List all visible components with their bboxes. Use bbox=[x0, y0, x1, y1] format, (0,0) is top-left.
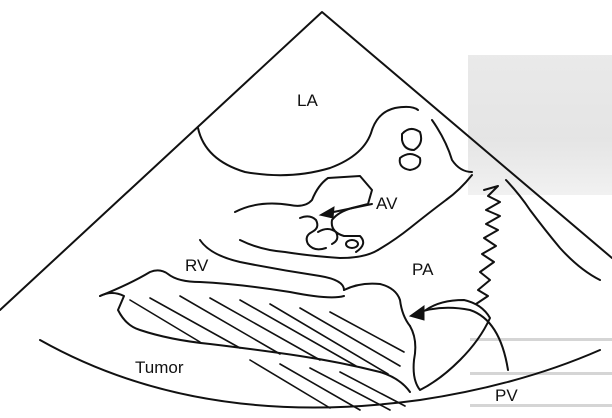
label-pv: PV bbox=[495, 386, 518, 405]
left-atrium-outline bbox=[198, 107, 418, 175]
left-atrial-appendage bbox=[402, 129, 421, 150]
label-pa: PA bbox=[412, 260, 434, 279]
pv-arrow-shaft bbox=[414, 308, 508, 370]
tumor-hatching bbox=[130, 296, 405, 410]
label-av: AV bbox=[376, 194, 398, 213]
trabeculated-wall bbox=[506, 180, 600, 280]
av-arrowhead bbox=[320, 207, 334, 218]
atrial-wall bbox=[432, 120, 472, 172]
label-tumor: Tumor bbox=[135, 358, 184, 377]
pv-arrowhead bbox=[410, 306, 424, 320]
pulmonary-artery-wall bbox=[344, 284, 410, 326]
label-rv: RV bbox=[185, 256, 209, 275]
aortic-valve-leaflet bbox=[300, 216, 326, 249]
label-la: LA bbox=[297, 91, 318, 110]
trabeculated-wall bbox=[476, 186, 500, 304]
left-atrial-appendage bbox=[400, 154, 421, 170]
aortic-valve-nodule bbox=[346, 240, 358, 248]
ultrasound-sector bbox=[0, 12, 612, 310]
aortic-valve-leaflet bbox=[318, 229, 337, 244]
